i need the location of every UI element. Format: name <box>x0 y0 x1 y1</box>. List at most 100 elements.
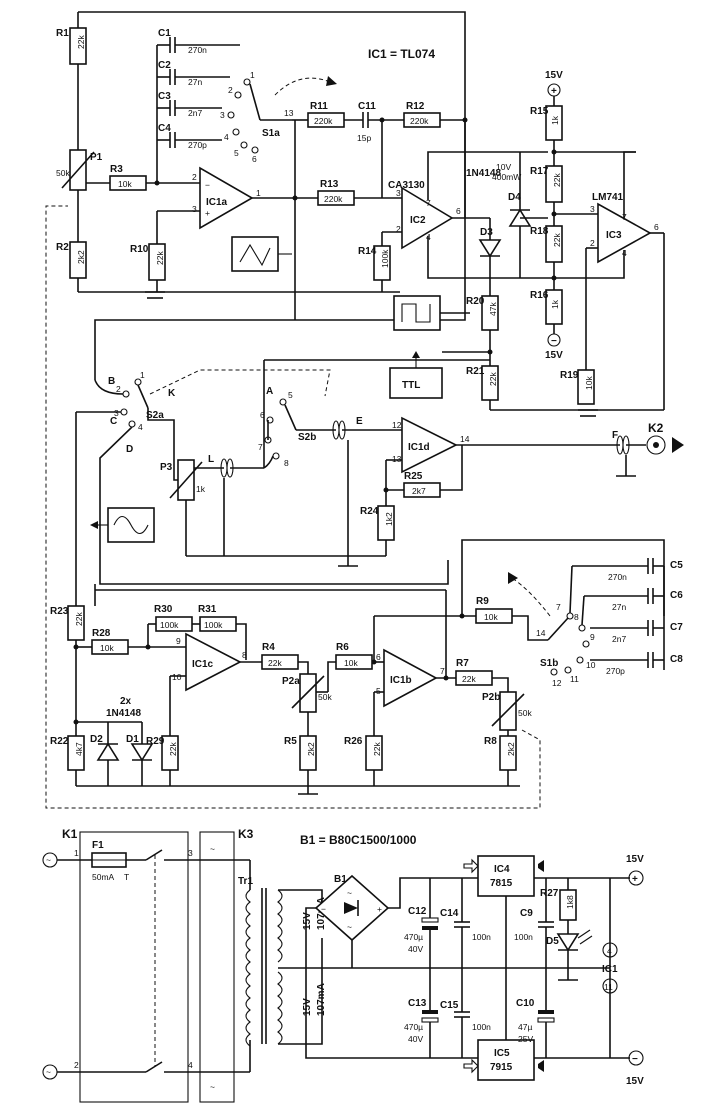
k2-output-jack[interactable] <box>646 435 666 455</box>
sec-v-top: 15V <box>302 912 313 930</box>
v-pos-output-terminal[interactable] <box>628 870 644 886</box>
mains-switch-1[interactable] <box>145 849 163 861</box>
s1b-pin8: 8 <box>574 612 579 622</box>
ic4-regulator <box>477 855 535 897</box>
node-d: D <box>126 444 133 455</box>
r23-value: 22k <box>74 612 84 626</box>
d2-label: D2 <box>90 734 103 745</box>
s1b-label: S1b <box>540 658 558 669</box>
mains-switch-2[interactable] <box>145 1061 163 1073</box>
svg-text:1: 1 <box>74 848 79 858</box>
c2-value: 27n <box>188 77 202 87</box>
s2a-pin3: 3 <box>114 408 119 418</box>
node-l: L <box>208 454 214 465</box>
r4-value: 22k <box>268 658 282 668</box>
k3-label: K3 <box>238 827 254 841</box>
r5-value: 2k2 <box>306 742 316 756</box>
s2a-pin2: 2 <box>116 384 121 394</box>
tr1-transformer <box>245 888 283 1047</box>
r8-label: R8 <box>484 736 497 747</box>
p2b-value: 50k <box>518 708 532 718</box>
r9-value: 10k <box>484 612 498 622</box>
svg-text:7: 7 <box>426 198 431 208</box>
ic1a-opamp <box>199 166 254 230</box>
ic1a-label: IC1a <box>206 197 228 208</box>
c10-label: C10 <box>516 998 535 1009</box>
k2-label: K2 <box>648 421 664 435</box>
ic2-opamp <box>401 186 454 250</box>
svg-text:~: ~ <box>347 888 352 898</box>
r3-value: 10k <box>118 179 132 189</box>
svg-text:−: − <box>321 904 326 914</box>
tr1-label: Tr1 <box>238 876 253 887</box>
ic1d-label: IC1d <box>408 442 430 453</box>
svg-text:1: 1 <box>256 188 261 198</box>
svg-text:~: ~ <box>46 855 51 865</box>
r16-label: R16 <box>530 290 549 301</box>
bridge-note: B1 = B80C1500/1000 <box>300 833 417 847</box>
c8-value: 270p <box>606 666 625 676</box>
s1a-pin13: 13 <box>284 108 294 118</box>
c10-cap: 47µ <box>518 1022 532 1032</box>
node-b: B <box>108 376 115 387</box>
b1-label: B1 <box>334 874 347 885</box>
p3-value: 1k <box>196 484 206 494</box>
ic1-note: IC1 = TL074 <box>368 47 435 61</box>
r14-value: 100k <box>380 249 390 268</box>
c1-label: C1 <box>158 28 171 39</box>
c6-label: C6 <box>670 590 683 601</box>
r14-label: R14 <box>358 246 377 257</box>
d1-label: D1 <box>126 734 139 745</box>
c8-label: C8 <box>670 654 683 665</box>
node-e: E <box>356 416 363 427</box>
r17-label: R17 <box>530 166 549 177</box>
r29-value: 22k <box>168 742 178 756</box>
s1b-switch[interactable] <box>547 612 590 676</box>
c5-label: C5 <box>670 560 683 571</box>
s2a-switch[interactable] <box>120 378 149 428</box>
c12-cap: 470µ <box>404 932 423 942</box>
r11-value: 220k <box>314 116 333 126</box>
s2a-label: S2a <box>146 410 164 421</box>
r22-label: R22 <box>50 736 69 747</box>
s1a-switch[interactable] <box>227 78 292 154</box>
svg-text:8: 8 <box>242 650 247 660</box>
r23-label: R23 <box>50 606 69 617</box>
square-wave-indicator <box>393 295 441 331</box>
r5-label: R5 <box>284 736 297 747</box>
r26-label: R26 <box>344 736 363 747</box>
s2b-pin6: 6 <box>260 410 265 420</box>
s1a-pin4: 4 <box>224 132 229 142</box>
r16-value: 1k <box>550 299 560 309</box>
r28-value: 10k <box>100 643 114 653</box>
r27-value: 1k8 <box>565 895 575 909</box>
ic4-part: 7815 <box>490 878 513 889</box>
r3-label: R3 <box>110 164 123 175</box>
svg-text:10: 10 <box>172 672 182 682</box>
s1a-pin5: 5 <box>234 148 239 158</box>
v-neg-output-terminal[interactable] <box>628 1050 644 1066</box>
d3-part: 1N4148 <box>466 168 501 179</box>
c11-value: 15p <box>357 133 371 143</box>
r31-value: 100k <box>204 620 223 630</box>
c11-label: C11 <box>358 101 376 112</box>
svg-text:3: 3 <box>188 848 193 858</box>
p1-value: 50k <box>56 168 70 178</box>
svg-text:3: 3 <box>396 188 401 198</box>
c14-value: 100n <box>472 932 491 942</box>
f1-type: T <box>124 872 129 882</box>
svg-text:9: 9 <box>176 636 181 646</box>
r19-resistor <box>577 369 595 405</box>
k3-block <box>199 831 235 1103</box>
r12-label: R12 <box>406 101 425 112</box>
ic3-opamp <box>597 202 652 264</box>
c14-label: C14 <box>440 908 459 919</box>
svg-text:+: + <box>551 86 557 97</box>
r7-value: 22k <box>462 674 476 684</box>
d1-diode <box>130 743 154 762</box>
r13-value: 220k <box>324 194 343 204</box>
s1b-pin7: 7 <box>556 602 561 612</box>
c13-volt: 40V <box>408 1034 423 1044</box>
s2b-switch[interactable] <box>264 398 297 460</box>
